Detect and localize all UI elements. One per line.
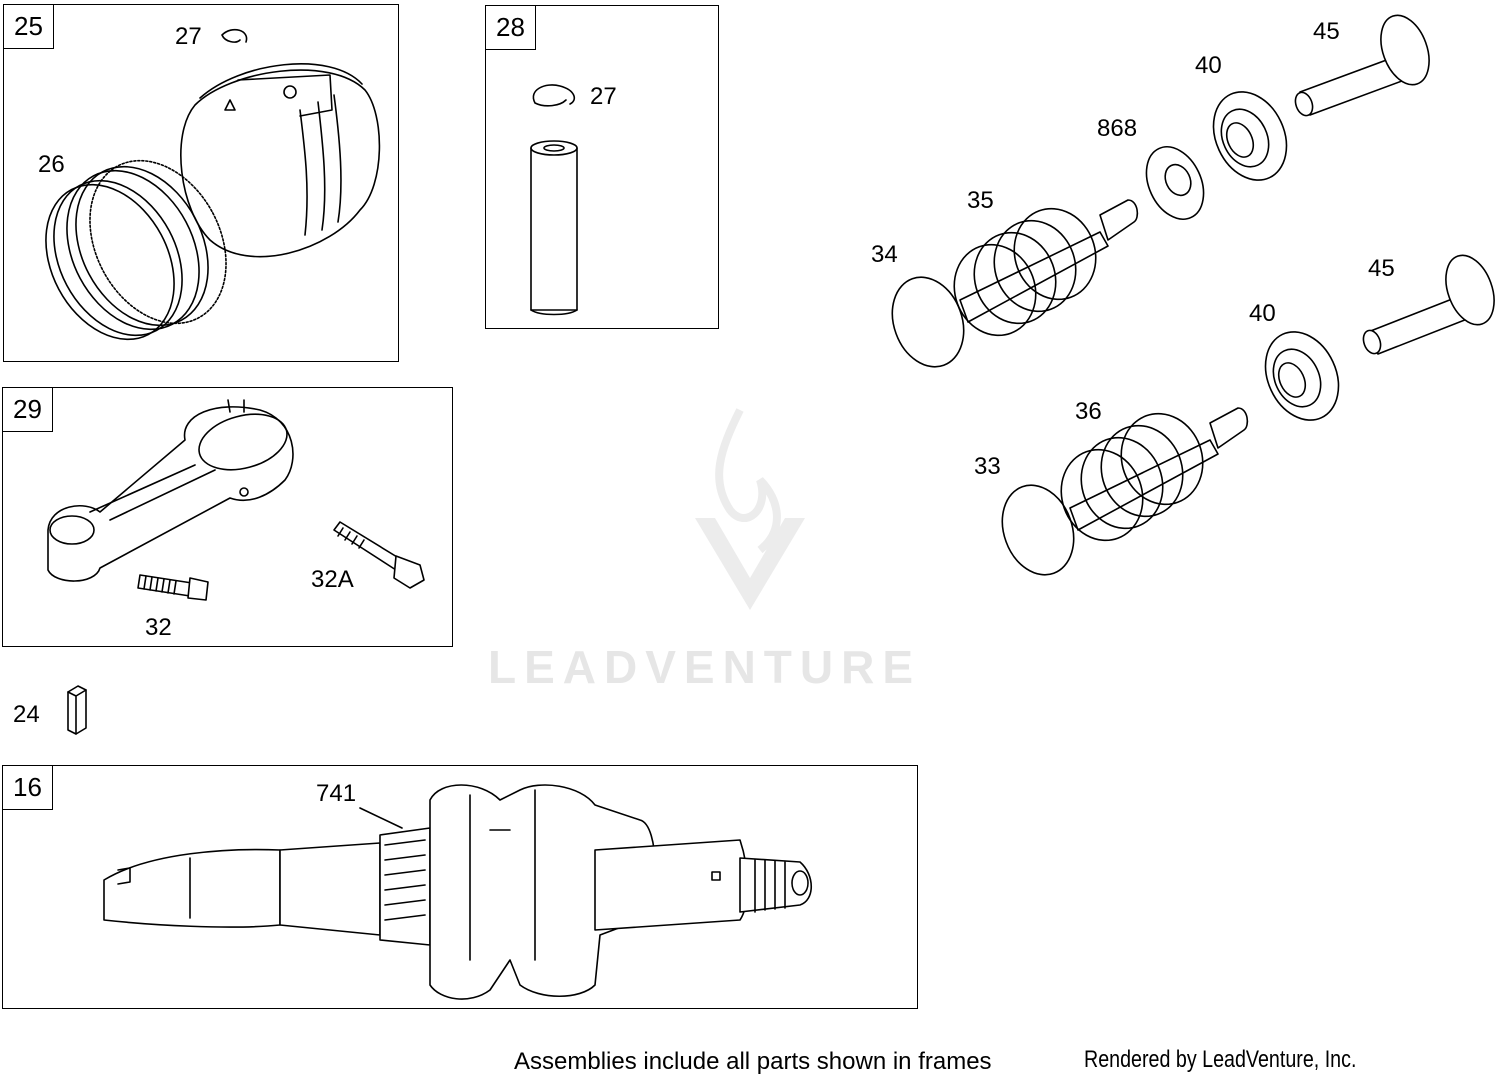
retainer-40a-drawing bbox=[1212, 91, 1288, 181]
piston-pin-drawing bbox=[530, 140, 578, 316]
frame-29: 29 bbox=[2, 387, 453, 647]
callout-40-upper[interactable]: 40 bbox=[1195, 52, 1222, 79]
assemblies-note: Assemblies include all parts shown in fr… bbox=[514, 1048, 992, 1075]
piston-drawing bbox=[180, 63, 381, 258]
piston-rings-drawing bbox=[45, 159, 227, 341]
callout-32[interactable]: 32 bbox=[145, 614, 172, 641]
spring-35-drawing bbox=[953, 207, 1097, 337]
callout-36[interactable]: 36 bbox=[1075, 398, 1102, 425]
bolt-32-drawing bbox=[137, 574, 209, 601]
spring-36-drawing bbox=[1060, 412, 1204, 542]
connecting-rod-drawing bbox=[47, 399, 294, 582]
retainer-40b-drawing bbox=[1264, 331, 1340, 421]
callout-45-upper[interactable]: 45 bbox=[1313, 18, 1340, 45]
frame-28: 28 bbox=[485, 5, 719, 329]
callout-868[interactable]: 868 bbox=[1097, 115, 1138, 142]
leadventure-logo-icon bbox=[695, 408, 805, 610]
leadventure-watermark: LEADVENTURE bbox=[488, 641, 922, 693]
callout-741[interactable]: 741 bbox=[316, 780, 357, 807]
callout-27-retaining-ring-2[interactable]: 27 bbox=[590, 83, 617, 110]
callout-27-retaining-ring[interactable]: 27 bbox=[175, 23, 202, 50]
crankshaft-drawing bbox=[103, 784, 813, 1000]
leader-741 bbox=[359, 807, 403, 829]
circlip-drawing bbox=[221, 28, 248, 43]
seal-868-drawing bbox=[1145, 146, 1205, 220]
callout-26-piston-rings[interactable]: 26 bbox=[38, 151, 65, 178]
callout-32a[interactable]: 32A bbox=[311, 566, 354, 593]
frame-29-tag[interactable]: 29 bbox=[3, 388, 53, 432]
frame-16-tag[interactable]: 16 bbox=[3, 766, 53, 810]
frame-28-tag[interactable]: 28 bbox=[486, 6, 536, 50]
lifter-45a-drawing bbox=[1294, 14, 1430, 117]
callout-33[interactable]: 33 bbox=[974, 453, 1001, 480]
rendered-by-credit: Rendered by LeadVenture, Inc. bbox=[1084, 1046, 1357, 1073]
circlip-2-drawing bbox=[532, 84, 576, 107]
key-24-drawing bbox=[67, 685, 87, 735]
valve-33-drawing bbox=[1001, 407, 1249, 576]
frame-16: 16 bbox=[2, 765, 918, 1009]
valve-34-drawing bbox=[891, 199, 1139, 368]
bolt-32a-drawing bbox=[333, 521, 425, 589]
callout-34[interactable]: 34 bbox=[871, 241, 898, 268]
callout-24[interactable]: 24 bbox=[13, 701, 40, 728]
callout-40-lower[interactable]: 40 bbox=[1249, 300, 1276, 327]
callout-35[interactable]: 35 bbox=[967, 187, 994, 214]
callout-45-lower[interactable]: 45 bbox=[1368, 255, 1395, 282]
lifter-45b-drawing bbox=[1362, 254, 1495, 355]
frame-25-tag[interactable]: 25 bbox=[4, 5, 54, 49]
frame-25: 25 bbox=[3, 4, 399, 362]
